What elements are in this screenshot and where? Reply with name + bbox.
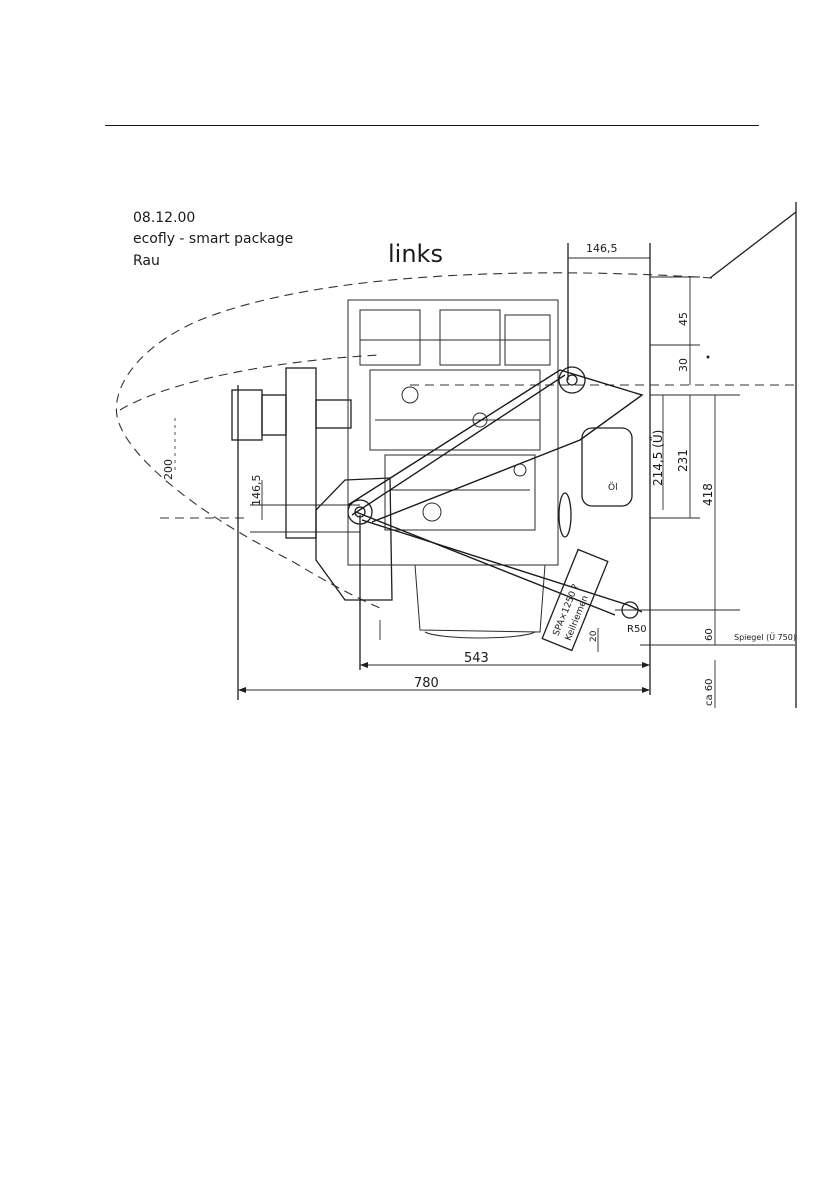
belt-upper xyxy=(348,370,642,522)
prop-shaft xyxy=(316,400,351,428)
dim-214-text: 214,5 (Ü) xyxy=(649,430,665,486)
dim-231-text: 231 xyxy=(676,449,690,472)
dim-200-text: 200 xyxy=(162,459,175,480)
cowling-diagonal xyxy=(710,212,796,278)
prop-disc xyxy=(286,368,316,538)
prop-flange xyxy=(262,395,286,435)
oil-tank xyxy=(582,428,632,506)
cylinder-head-1 xyxy=(360,310,420,365)
dim-20-text: 20 xyxy=(589,630,599,642)
dim-418-text: 418 xyxy=(701,483,715,506)
note-project: ecofly - smart package xyxy=(133,231,293,247)
ref-note: Spiegel (Ü 750) xyxy=(734,632,796,642)
prop-spinner-hub xyxy=(232,390,262,440)
belt-lower xyxy=(362,520,642,612)
cowling-outline xyxy=(116,273,712,608)
dim-ca60-text: ca 60 xyxy=(704,678,715,706)
note-author: Rau xyxy=(133,253,160,269)
cowling-inner-line xyxy=(120,355,380,410)
view-label: links xyxy=(388,240,443,268)
dim-146-left-text: 146,5 xyxy=(250,475,263,507)
dim-45-text: 45 xyxy=(677,312,690,326)
cylinder-head-2 xyxy=(440,310,500,365)
intake-manifold xyxy=(370,370,540,450)
dim-543-text: 543 xyxy=(464,651,489,666)
dim-146-text: 146,5 xyxy=(586,242,618,255)
dim-60-text: 60 xyxy=(704,628,715,641)
radius-text: R50 xyxy=(627,624,647,635)
fan-pulley xyxy=(559,493,571,537)
tank-label: Öl xyxy=(608,482,618,493)
dim-780-text: 780 xyxy=(414,676,439,691)
oil-sump xyxy=(415,565,545,632)
note-date: 08.12.00 xyxy=(133,210,195,226)
dim-30-text: 30 xyxy=(677,358,690,372)
